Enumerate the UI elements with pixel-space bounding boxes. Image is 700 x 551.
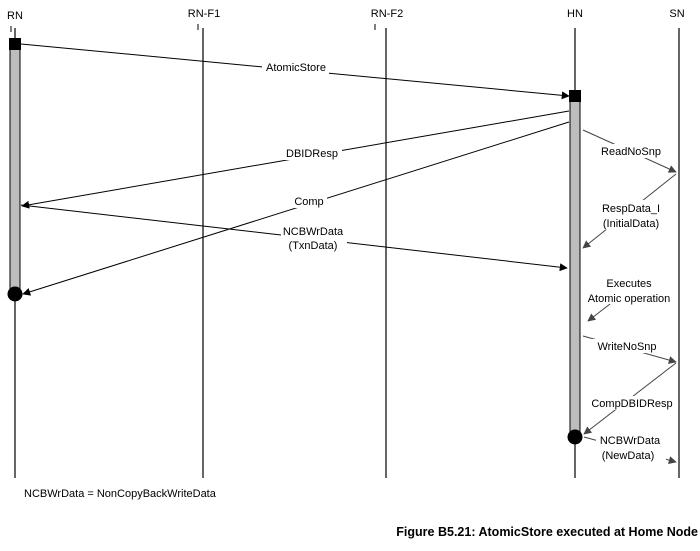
label-read-no-snp: ReadNoSnp — [601, 146, 661, 158]
node-label-rn-f2: RN-F2 — [371, 8, 403, 20]
label-bg-comp-dbid-resp — [586, 396, 678, 410]
transaction-end-marker-rn — [7, 286, 23, 302]
node-label-hn: HN — [567, 8, 583, 20]
label-bg-resp-data-i — [597, 200, 665, 230]
label-bg-dbid-resp — [284, 146, 342, 160]
label-dbid-resp: DBIDResp — [286, 148, 338, 160]
figure-caption: Figure B5.21: AtomicStore executed at Ho… — [396, 525, 698, 539]
label-ncbwrdata-new: NCBWrData — [600, 435, 661, 447]
label-comp: Comp — [294, 196, 323, 208]
label-resp-data-i: RespData_I — [602, 203, 660, 215]
label-new-data: (NewData) — [602, 450, 655, 462]
label-write-no-snp: WriteNoSnp — [597, 341, 656, 353]
label-bg-write-no-snp — [592, 339, 664, 353]
label-bg-ncbwrdata-txn — [281, 224, 347, 252]
legend-note: NCBWrData = NonCopyBackWriteData — [24, 488, 216, 500]
activation-bar-rn — [9, 43, 21, 295]
node-label-rn-f1: RN-F1 — [188, 8, 220, 20]
node-label-sn: SN — [669, 8, 684, 20]
label-atomic-store: AtomicStore — [266, 62, 326, 74]
label-txn-data: (TxnData) — [289, 240, 338, 252]
label-bg-atomic-store — [262, 60, 329, 74]
activation-bar-hn — [569, 95, 581, 439]
label-atomic-operation: Atomic operation — [588, 293, 671, 305]
label-initial-data: (InitialData) — [603, 218, 659, 230]
label-comp-dbid-resp: CompDBIDResp — [591, 398, 672, 410]
transaction-start-marker-rn — [9, 38, 21, 50]
label-bg-comp — [292, 194, 327, 208]
label-ncbwrdata-txn: NCBWrData — [283, 226, 344, 238]
transaction-end-marker-hn — [567, 429, 583, 445]
label-bg-ncbwrdata-new — [596, 432, 666, 462]
arrow-executes-atomic — [587, 303, 611, 322]
node-label-rn: RN — [7, 10, 23, 22]
transaction-start-marker-hn — [569, 90, 581, 102]
label-executes: Executes — [606, 278, 652, 290]
label-bg-read-no-snp — [597, 144, 667, 158]
